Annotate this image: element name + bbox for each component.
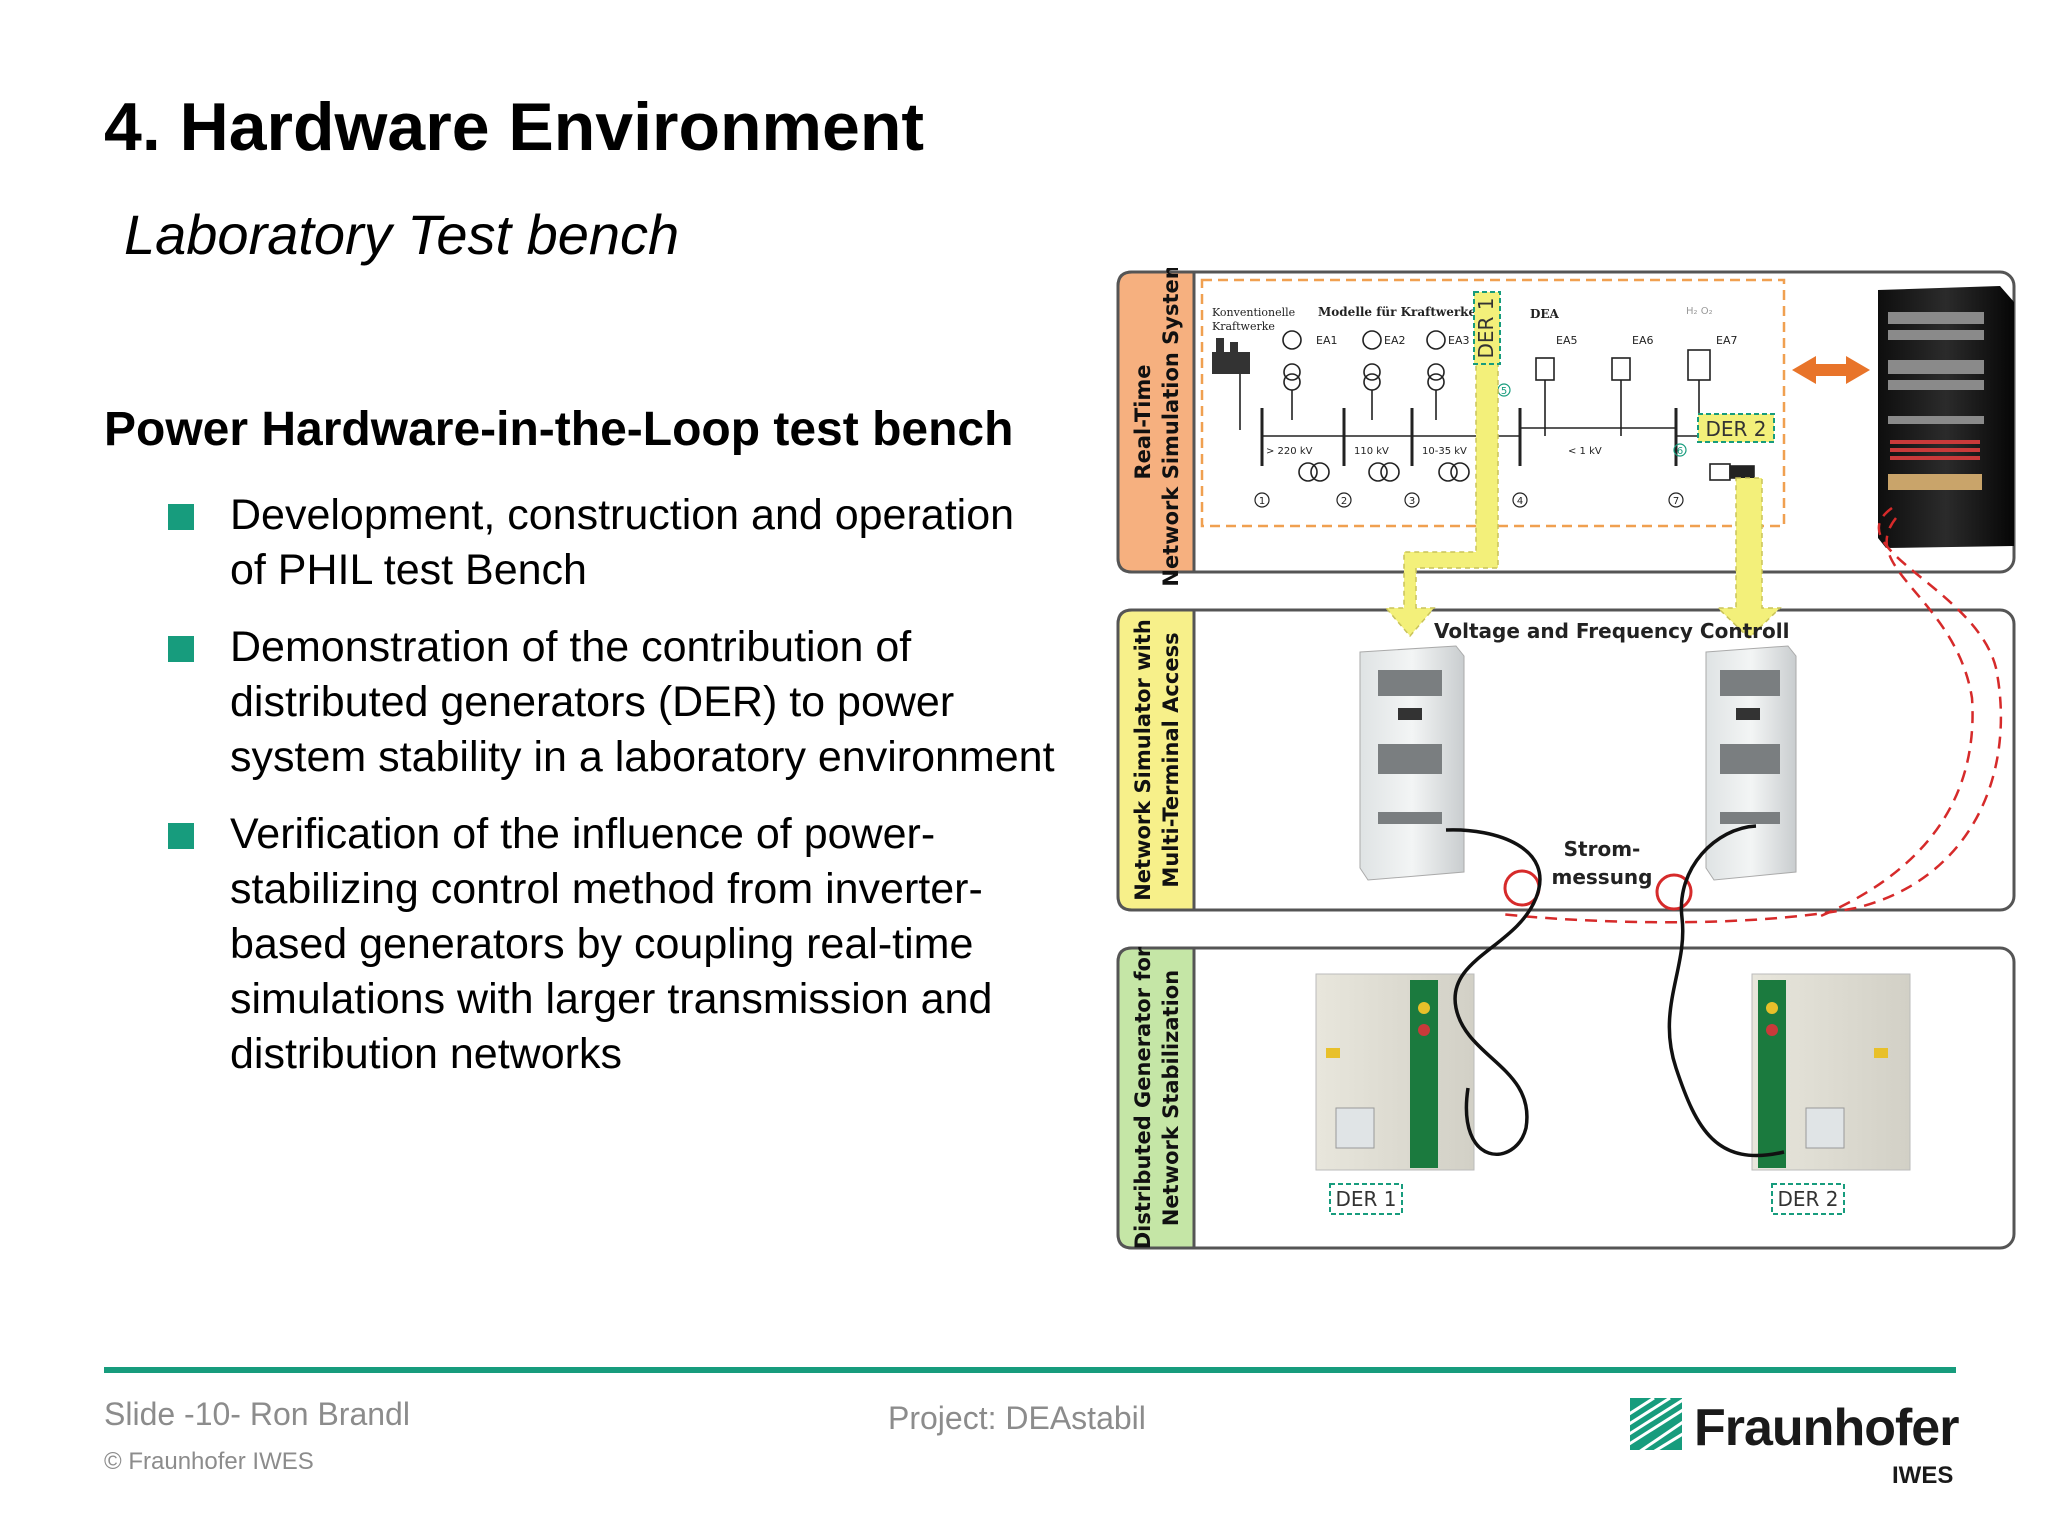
footer-slide-info: Slide -10- Ron Brandl [104, 1396, 410, 1432]
panel-label: Network Stabilization [1159, 970, 1183, 1226]
node-markers [1254, 383, 1687, 508]
der2-bottom-tag: DER 2 [1771, 1183, 1845, 1215]
generator-label: EA5 [1556, 334, 1577, 347]
phil-testbench-diagram: Real-Time Network Simulation System Netw… [1116, 268, 2016, 1250]
footer-rule [104, 1367, 1956, 1373]
node-number: 3 [1409, 496, 1415, 507]
bullet-marker [168, 504, 194, 530]
measurement-label: messung [1551, 865, 1652, 889]
network-schematic: Konventionelle Kraftwerke Modelle für Kr… [1200, 278, 1786, 528]
bullet-item: Demonstration of the contribution of dis… [168, 620, 1128, 785]
fraunhofer-logo-icon [1630, 1398, 1682, 1450]
schematic-label: Konventionelle [1212, 306, 1295, 319]
fraunhofer-logo-text: Fraunhofer [1694, 1399, 1959, 1457]
panel-label: Network Simulator with [1131, 619, 1155, 901]
panel-label-band [1116, 946, 1196, 1250]
measurement-cable [1499, 506, 2003, 924]
bullet-line: simulations with larger transmission and [230, 975, 993, 1023]
section-heading: Power Hardware-in-the-Loop test bench [104, 403, 1014, 456]
measurement-label: Strom- [1564, 837, 1641, 861]
panel-label: Network Simulation System [1159, 268, 1183, 587]
generator-label: EA1 [1316, 334, 1337, 347]
node-number: 5 [1501, 386, 1507, 397]
node-number: 4 [1517, 496, 1523, 507]
bullet-item: Verification of the influence of power- … [168, 807, 1128, 1082]
amplifier-cabinet-right [1705, 645, 1797, 881]
control-label: Voltage and Frequency Controll [1434, 619, 1789, 643]
der1-bottom-tag: DER 1 [1329, 1183, 1403, 1215]
footer-project: Project: DEAstabil [888, 1400, 1146, 1436]
der1-inverter-cabinet [1315, 973, 1475, 1171]
bullet-marker [168, 636, 194, 662]
slide-title: 4. Hardware Environment [104, 89, 925, 165]
bullet-line: stabilizing control method from inverter… [230, 865, 983, 913]
schematic-label: Modelle für Kraftwerke [1318, 305, 1476, 319]
slide-subtitle: Laboratory Test bench [124, 203, 680, 266]
bullet-line: system stability in a laboratory environ… [230, 733, 1055, 781]
bullet-line: distributed generators (DER) to power [230, 678, 955, 726]
voltage-label: 10-35 kV [1422, 446, 1467, 457]
generator-label: EA3 [1448, 334, 1469, 347]
bullet-line: of PHIL test Bench [230, 546, 587, 594]
amplifier-cabinet-left [1359, 645, 1465, 881]
bullet-marker [168, 823, 194, 849]
node-number: 6 [1677, 446, 1683, 457]
voltage-label: > 220 kV [1266, 446, 1313, 457]
voltage-label: 110 kV [1354, 446, 1389, 457]
der1-bottom-label: DER 1 [1335, 1187, 1396, 1211]
bullet-list: Development, construction and operation … [168, 488, 1128, 1104]
der2-tag-label: DER 2 [1705, 417, 1766, 441]
der1-tag-label: DER 1 [1474, 297, 1498, 358]
schematic-label: DEA [1530, 307, 1560, 321]
voltage-label: < 1 kV [1568, 446, 1602, 457]
bullet-line: distribution networks [230, 1030, 622, 1078]
fraunhofer-logo-subtext: IWES [1892, 1462, 1954, 1489]
generator-label: EA6 [1632, 334, 1653, 347]
generator-label: EA2 [1384, 334, 1405, 347]
power-plant-icon [1212, 338, 1250, 374]
generator-label: EA7 [1716, 334, 1737, 347]
bidirectional-arrow-icon [1792, 356, 1870, 384]
panel-label: Real-Time [1131, 364, 1155, 479]
panel-label: Multi-Terminal Access [1159, 632, 1183, 887]
power-cable [1445, 824, 1785, 1158]
bullet-item: Development, construction and operation … [168, 488, 1128, 598]
der1-tag: DER 1 [1473, 291, 1501, 365]
node-number: 7 [1673, 496, 1679, 507]
schematic-label: H₂ O₂ [1686, 306, 1713, 317]
bullet-line: Demonstration of the contribution of [230, 623, 912, 671]
node-number: 1 [1259, 496, 1265, 507]
realtime-simulator-rack [1878, 286, 2014, 548]
bullet-line: based generators by coupling real-time [230, 920, 974, 968]
der2-bottom-label: DER 2 [1777, 1187, 1838, 1211]
bullet-line: Development, construction and operation [230, 491, 1015, 539]
node-number: 2 [1341, 496, 1347, 507]
panel-realtime-simulation: Real-Time Network Simulation System [1116, 268, 2016, 587]
footer-copyright: © Fraunhofer IWES [104, 1448, 314, 1475]
panel-label: Distributed Generator for [1131, 946, 1155, 1249]
panel-label-band [1116, 608, 1196, 912]
schematic-label: Kraftwerke [1212, 320, 1275, 333]
panel-label-band [1116, 270, 1196, 574]
bullet-line: Verification of the influence of power- [230, 810, 936, 858]
der2-inverter-cabinet [1751, 973, 1911, 1171]
der2-tag: DER 2 [1697, 413, 1775, 443]
